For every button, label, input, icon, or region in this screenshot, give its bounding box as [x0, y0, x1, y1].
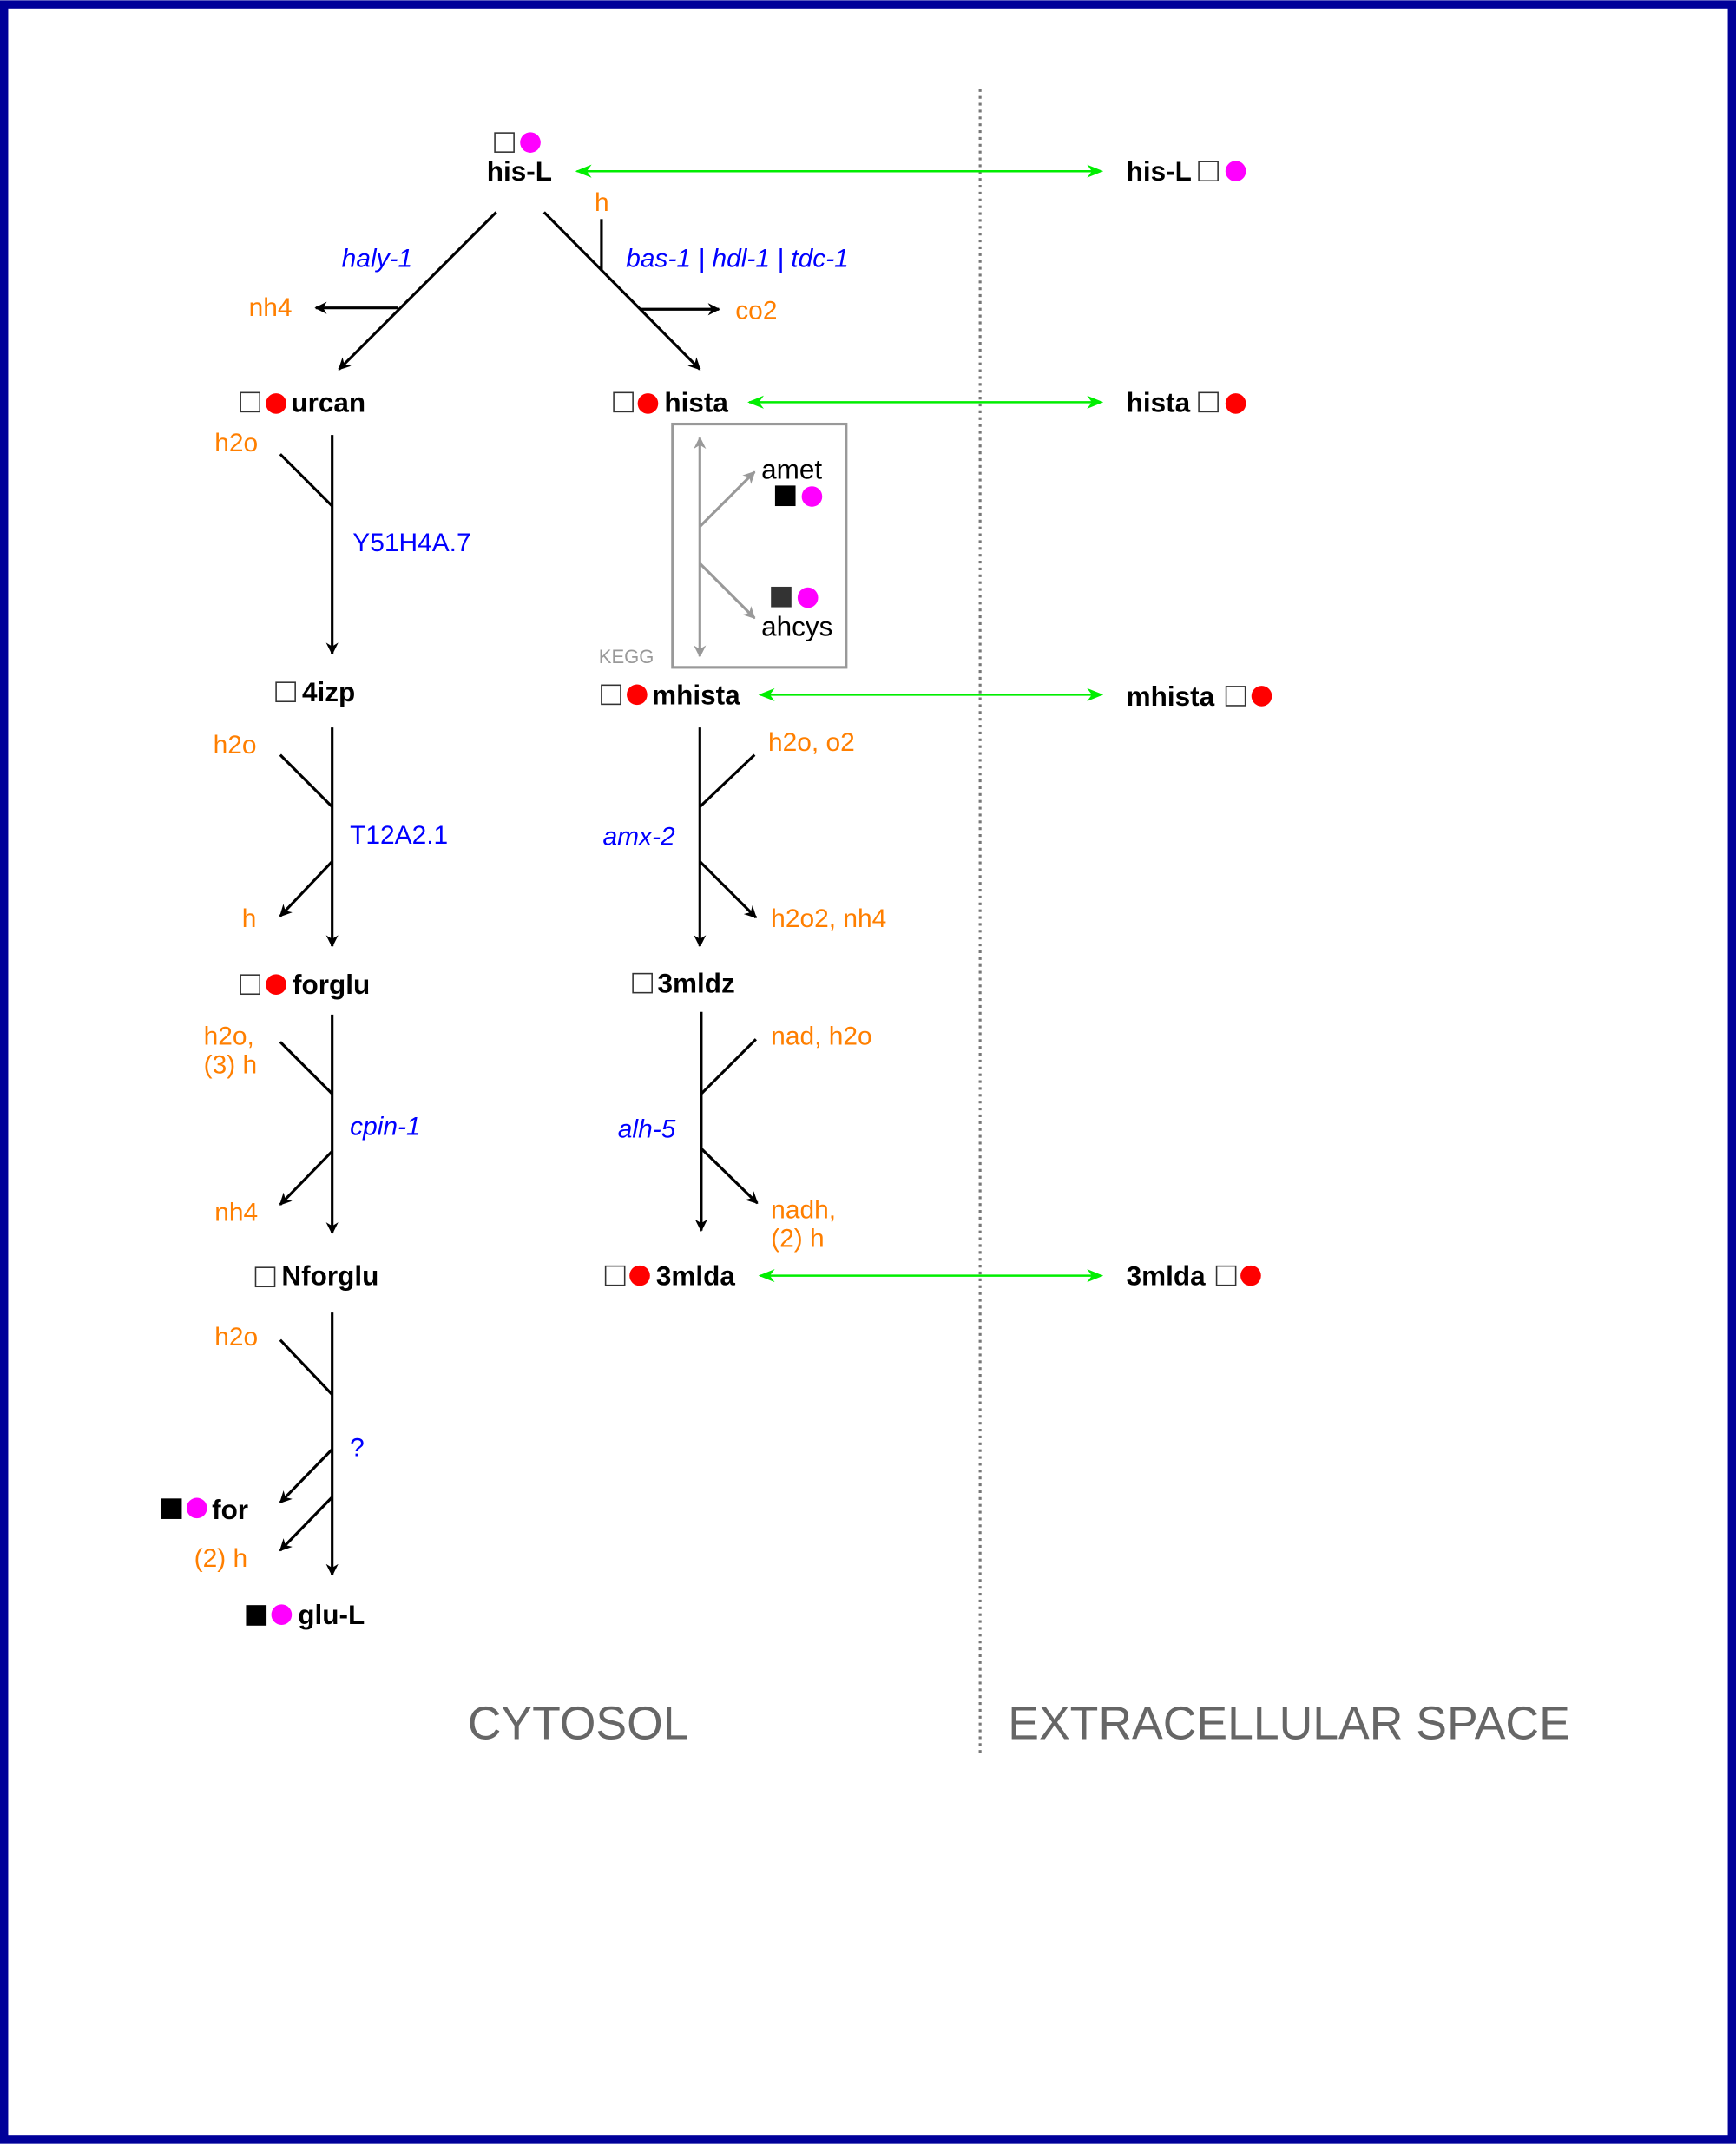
gene-label: ?	[350, 1434, 365, 1463]
square-icon	[161, 1498, 182, 1519]
cofactor: (2) h	[771, 1225, 825, 1253]
circle-icon	[1240, 1265, 1261, 1286]
circle-icon	[520, 132, 541, 153]
gene-label: bas-1 | hdl-1 | tdc-1	[626, 244, 849, 273]
square-icon	[1198, 161, 1219, 182]
circle-icon	[266, 974, 286, 996]
cofactor: (3) h	[204, 1051, 258, 1080]
met-3mlda[interactable]: 3mlda	[656, 1260, 735, 1292]
circle-icon	[637, 393, 659, 414]
branch-h2o-o2	[699, 753, 756, 808]
gene-label: alh-5	[618, 1115, 676, 1144]
circle-icon	[629, 1265, 650, 1286]
square-icon	[240, 974, 260, 996]
circle-icon	[801, 486, 823, 507]
met-ahcys[interactable]: ahcys	[761, 611, 832, 642]
cofactor: nh4	[214, 1199, 258, 1227]
cofactor: h2o	[214, 429, 258, 457]
branch-h2o	[279, 753, 333, 808]
cofactor: h	[595, 188, 609, 217]
ext-mhista[interactable]: mhista	[1127, 681, 1215, 712]
square-icon	[771, 586, 792, 608]
met-for[interactable]: for	[212, 1494, 248, 1525]
gene-label: amx-2	[602, 823, 674, 852]
branch-amet	[699, 470, 756, 528]
cofactor: nh4	[249, 293, 293, 322]
cofactor: h2o	[214, 731, 257, 760]
ext-hista[interactable]: hista	[1127, 386, 1191, 418]
compartment-cytosol: CYTOSOL	[468, 1699, 689, 1750]
branch-nh4	[279, 1150, 333, 1206]
branch-nadh	[700, 1148, 759, 1205]
gene-label: Y51H4A.7	[352, 529, 470, 557]
branch-h2o	[279, 1338, 333, 1396]
met-mhista[interactable]: mhista	[652, 679, 740, 710]
ext-3mlda[interactable]: 3mlda	[1127, 1260, 1206, 1292]
branch-h2o	[279, 453, 333, 508]
gene-label: T12A2.1	[350, 821, 448, 850]
square-icon	[1198, 391, 1219, 413]
circle-icon	[271, 1604, 293, 1626]
gene-label: haly-1	[342, 244, 412, 273]
branch-for	[279, 1448, 333, 1504]
met-4izp[interactable]: 4izp	[302, 676, 355, 707]
gene-label: cpin-1	[350, 1112, 420, 1141]
compartment-extracellular: EXTRACELLULAR SPACE	[1008, 1699, 1570, 1750]
square-icon	[254, 1266, 276, 1288]
square-icon	[632, 972, 653, 994]
kegg-box	[671, 422, 848, 669]
square-icon	[494, 132, 515, 153]
cofactor: h2o	[214, 1323, 258, 1352]
met-hista[interactable]: hista	[664, 386, 728, 418]
square-icon	[246, 1605, 267, 1626]
branch-h2o2-nh4	[699, 860, 757, 919]
square-icon	[604, 1265, 626, 1286]
branch-h	[279, 1496, 333, 1552]
branch-ahcys	[699, 562, 756, 620]
met-3mldz[interactable]: 3mldz	[657, 968, 734, 999]
cofactor: (2) h	[194, 1544, 248, 1573]
square-icon	[613, 391, 634, 413]
met-urcan[interactable]: urcan	[291, 386, 365, 418]
square-icon	[774, 485, 796, 507]
cofactor: h2o2, nh4	[771, 904, 886, 933]
square-icon	[240, 391, 260, 413]
met-his-L[interactable]: his-L	[487, 155, 552, 187]
square-icon	[275, 681, 296, 703]
cofactor: h2o, o2	[768, 728, 855, 757]
circle-icon	[797, 587, 819, 608]
square-icon	[1225, 686, 1246, 707]
cofactor: h2o,	[204, 1023, 254, 1051]
branch-h2o	[279, 1041, 333, 1095]
met-glu-L[interactable]: glu-L	[298, 1599, 365, 1630]
circle-icon	[1225, 161, 1246, 182]
branch-nad-h2o	[700, 1038, 757, 1095]
met-Nforglu[interactable]: Nforglu	[281, 1260, 378, 1292]
met-forglu[interactable]: forglu	[293, 969, 370, 1000]
cofactor: h	[242, 904, 257, 933]
branch-h	[279, 860, 333, 917]
cofactor: nadh,	[771, 1196, 836, 1225]
circle-icon	[1225, 393, 1246, 414]
reaction-hdc[interactable]	[542, 211, 701, 371]
circle-icon	[266, 393, 286, 414]
cofactor: co2	[735, 296, 777, 325]
circle-icon	[627, 684, 648, 706]
square-icon	[601, 684, 621, 706]
circle-icon	[186, 1497, 207, 1519]
circle-icon	[1251, 686, 1272, 707]
reaction-haly[interactable]	[338, 211, 497, 371]
square-icon	[1215, 1265, 1237, 1286]
ext-his-L[interactable]: his-L	[1127, 155, 1192, 187]
kegg-label: KEGG	[599, 646, 654, 668]
met-amet[interactable]: amet	[761, 454, 822, 485]
cofactor: nad, h2o	[771, 1023, 871, 1051]
